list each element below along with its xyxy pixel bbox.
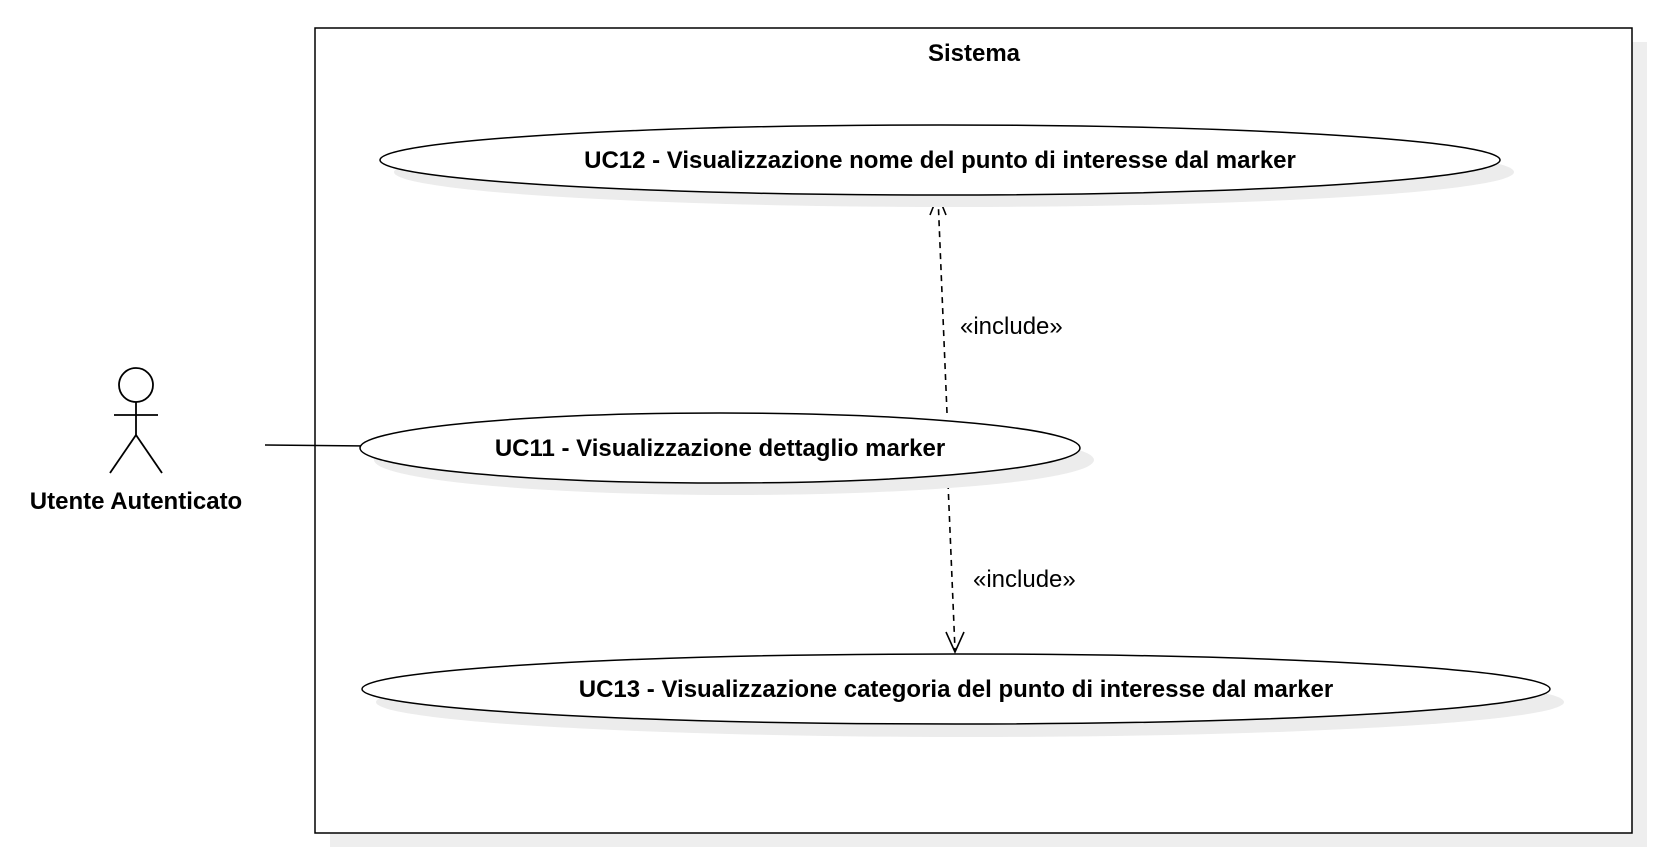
actor-utente-autenticato[interactable]: Utente Autenticato (30, 367, 242, 515)
use-case-label: UC11 - Visualizzazione dettaglio marker (495, 435, 945, 462)
include-relation-uc12[interactable]: «include» (929, 192, 1063, 414)
use-case-uc12[interactable]: UC12 - Visualizzazione nome del punto di… (379, 124, 1514, 207)
include-relation-uc13[interactable]: «include» (945, 482, 1076, 654)
use-case-uc11[interactable]: UC11 - Visualizzazione dettaglio marker (359, 412, 1094, 495)
use-case-ellipse[interactable] (379, 124, 1501, 196)
use-case-label: UC13 - Visualizzazione categoria del pun… (579, 676, 1333, 703)
arrowhead-open-icon (945, 631, 965, 654)
actor-label: Utente Autenticato (30, 488, 242, 515)
include-label: «include» (973, 566, 1076, 593)
use-case-ellipse[interactable] (359, 412, 1081, 484)
include-label: «include» (960, 313, 1063, 340)
include-dashed-line (937, 196, 948, 414)
actor-stick-figure-icon (109, 367, 163, 474)
include-dashed-line (947, 482, 956, 651)
system-title: Sistema (928, 40, 1021, 67)
use-case-uc13[interactable]: UC13 - Visualizzazione categoria del pun… (361, 653, 1564, 737)
use-case-label: UC12 - Visualizzazione nome del punto di… (584, 147, 1296, 174)
use-case-ellipse[interactable] (361, 653, 1551, 725)
